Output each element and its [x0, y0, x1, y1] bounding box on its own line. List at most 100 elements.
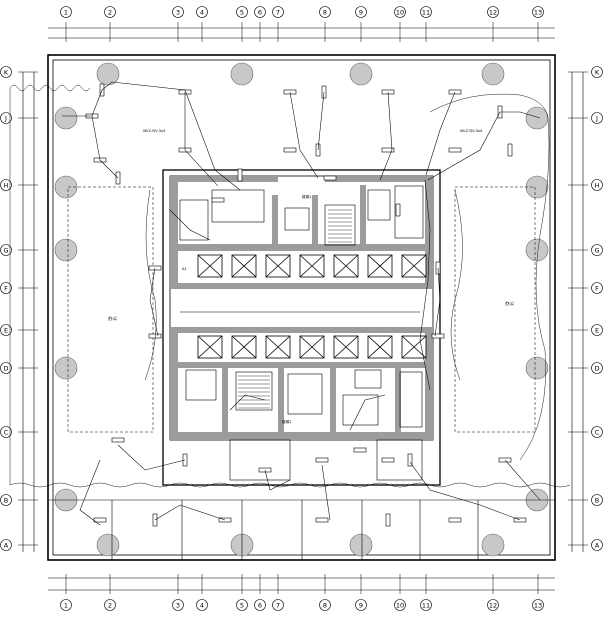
- grid-bubble-row: K: [591, 66, 603, 78]
- elevator-car: [299, 254, 325, 278]
- grid-col-label: 11: [422, 601, 430, 609]
- grid-bubble-col: 9: [355, 6, 367, 18]
- annotation-notes: WLZ-YJV-3x4 WLZ-YJV-3x4: [143, 129, 483, 133]
- grid-col-label: 10: [396, 601, 404, 609]
- wiring-runs: [62, 81, 541, 526]
- light-fixture-symbol: [431, 333, 445, 339]
- grid-row-label: E: [595, 326, 599, 334]
- light-fixture-symbol: [148, 333, 162, 339]
- grid-bubble-col: 8: [319, 6, 331, 18]
- grid-row-label: H: [595, 181, 600, 189]
- elevator-car: [231, 335, 257, 359]
- grid-col-label: 11: [422, 8, 430, 16]
- grid-row-label: G: [594, 246, 599, 254]
- grid-bubble-col: 3: [172, 6, 184, 18]
- grid-bubble-col: 5: [236, 599, 248, 611]
- light-fixture-symbol: [381, 457, 395, 463]
- elevator-car: [367, 335, 393, 359]
- grid-bubble-col: 2: [104, 599, 116, 611]
- grid-col-label: 9: [359, 8, 363, 16]
- stair-north-label: 楼梯1: [302, 194, 311, 199]
- grid-bubble-row: H: [0, 179, 12, 191]
- grid-col-label: 5: [240, 8, 244, 16]
- light-fixture-symbol: [407, 453, 413, 467]
- dimension-lines: [22, 27, 584, 591]
- office-zones: [67, 186, 536, 433]
- grid-col-label: 1: [64, 8, 68, 16]
- grid-bubble-row: K: [0, 66, 12, 78]
- light-fixture-symbol: [448, 517, 462, 523]
- grid-row-label: J: [4, 114, 7, 122]
- outer-wall: [47, 54, 556, 561]
- light-fixture-symbol: [385, 513, 391, 527]
- grid-bubble-row: F: [591, 282, 603, 294]
- elevator-car: [265, 335, 291, 359]
- grid-col-label: 7: [276, 8, 280, 16]
- grid-row-label: J: [595, 114, 598, 122]
- office-left-label: 办公: [108, 315, 118, 322]
- elevator-car: [197, 254, 223, 278]
- grid-bubble-row: C: [591, 426, 603, 438]
- wavy-feeders: [9, 84, 571, 488]
- grid-bubble-col: 5: [236, 6, 248, 18]
- grid-bubble-row: G: [0, 244, 12, 256]
- grid-col-label: 3: [176, 8, 180, 16]
- elevator-car: [367, 254, 393, 278]
- grid-row-label: D: [3, 364, 8, 372]
- grid-bubble-row: F: [0, 282, 12, 294]
- grid-bubble-row: D: [0, 362, 12, 374]
- grid-bubble-col: 13: [532, 6, 544, 18]
- south-rooms: [48, 499, 555, 560]
- grid-col-label: 9: [359, 601, 363, 609]
- grid-bubble-col: 10: [394, 599, 406, 611]
- grid-bubble-row: E: [591, 324, 603, 336]
- grid-row-label: B: [595, 496, 599, 504]
- grid-col-label: 8: [323, 601, 327, 609]
- light-fixture-symbol: [395, 203, 401, 217]
- core-hatched-walls: [170, 176, 433, 440]
- elevators: [197, 254, 427, 359]
- grid-bubble-row: E: [0, 324, 12, 336]
- grid-bubble-col: 1: [60, 6, 72, 18]
- grid-bubble-row: A: [0, 539, 12, 551]
- grid-row-label: B: [4, 496, 8, 504]
- light-fixture-symbol: [381, 147, 395, 153]
- grid-bubble-col: 6: [254, 6, 266, 18]
- grid-bubble-col: 10: [394, 6, 406, 18]
- grid-row-label: G: [3, 246, 8, 254]
- grid-bubble-col: 7: [272, 6, 284, 18]
- grid-bubble-row: H: [591, 179, 603, 191]
- grid-col-label: 6: [258, 601, 262, 609]
- cable-note-1: WLZ-YJV-3x4: [143, 129, 166, 133]
- light-fixture-symbol: [211, 197, 225, 203]
- light-fixture-symbol: [323, 175, 337, 181]
- perimeter-columns: [54, 62, 549, 557]
- light-fixture-symbol: [237, 168, 243, 182]
- grid-bubble-row: D: [591, 362, 603, 374]
- grid-bubble-row: G: [591, 244, 603, 256]
- elevator-car: [231, 254, 257, 278]
- office-right-label: 办公: [505, 300, 515, 307]
- grid-bubble-col: 7: [272, 599, 284, 611]
- grid-bubble-col: 12: [487, 599, 499, 611]
- elevator-car: [299, 335, 325, 359]
- grid-row-label: F: [4, 284, 8, 292]
- grid-col-label: 10: [396, 8, 404, 16]
- grid-row-label: C: [4, 428, 9, 436]
- grid-col-label: 2: [108, 8, 112, 16]
- grid-col-label: 7: [276, 601, 280, 609]
- light-fixture-symbol: [507, 143, 513, 157]
- grid-col-label: 4: [200, 8, 204, 16]
- light-fixture-symbol: [93, 517, 107, 523]
- grid-bubble-col: 3: [172, 599, 184, 611]
- grid-bubble-col: 1: [60, 599, 72, 611]
- elevator-car: [265, 254, 291, 278]
- grid-bubble-row: J: [591, 112, 603, 124]
- grid-row-label: K: [4, 68, 9, 76]
- shaft-label: A1: [182, 267, 187, 271]
- grid-bubble-col: 8: [319, 599, 331, 611]
- grid-bubble-col: 12: [487, 6, 499, 18]
- grid-row-label: F: [595, 284, 599, 292]
